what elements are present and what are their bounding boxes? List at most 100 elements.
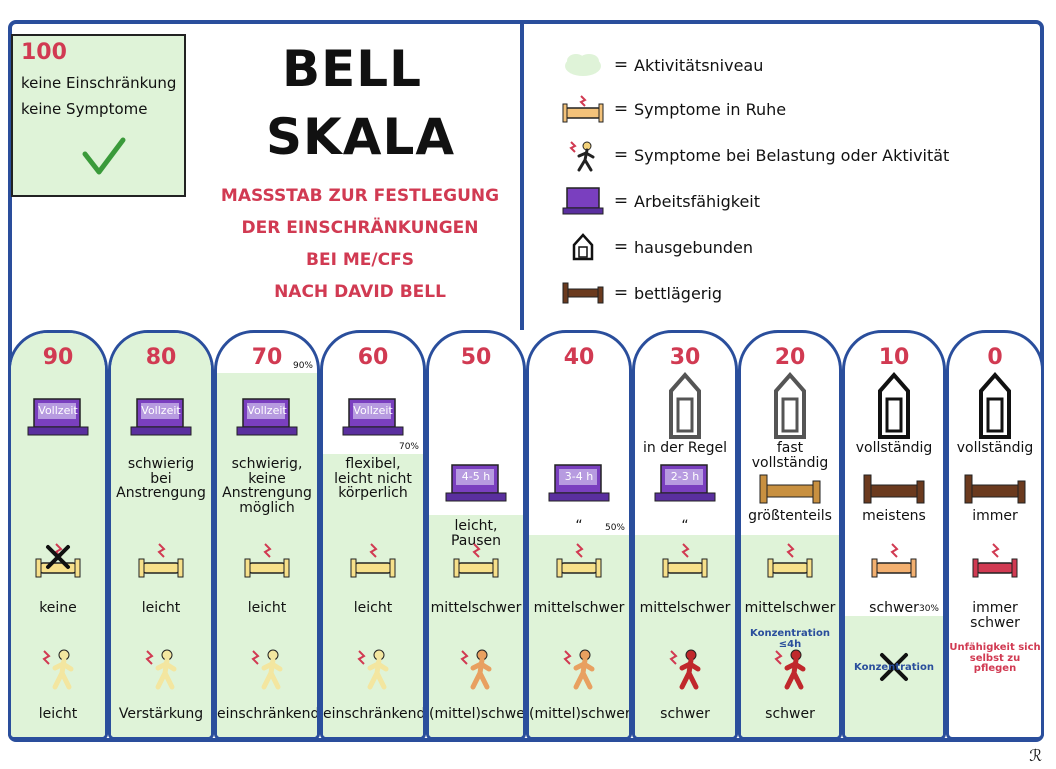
title-line2: SKALA: [266, 108, 456, 166]
cross-icon: [878, 651, 910, 687]
exertion-symptoms-text: (mittel)schwer: [529, 706, 631, 722]
rest-symptoms-text: mittelschwer: [430, 600, 522, 616]
walking-person-icon: [141, 647, 181, 695]
title-line1: BELL: [282, 40, 422, 98]
note-text: Unfähigkeit sich selbst zu pflegen: [949, 642, 1041, 674]
legend-row-bed: = bettlägerig: [558, 276, 722, 310]
bed-symptoms-icon: [766, 543, 814, 583]
work-hours-label: 4-5 h: [461, 470, 491, 483]
legend-row-activity: = Aktivitätsniveau: [558, 48, 763, 82]
equals-sign: =: [613, 99, 629, 119]
bed-symptoms-icon: [243, 543, 291, 583]
bedridden-text: größtenteils: [748, 508, 832, 524]
rest-symptoms-text: mittelschwer: [744, 600, 836, 616]
rest-symptoms-text: leicht: [247, 600, 287, 616]
divider: [520, 20, 524, 330]
subtitle-line1: MAßSTAB ZUR FESTLEGUNG: [220, 186, 500, 206]
bed-symptoms-icon: [452, 543, 500, 583]
score-number: 50: [460, 345, 492, 370]
score-100-box: 100 keine Einschränkung keine Symptome: [11, 34, 186, 197]
laptop-icon: [545, 463, 613, 507]
laptop-icon: [339, 397, 407, 441]
legend-label: hausgebunden: [634, 237, 753, 257]
legend-label: Symptome bei Belastung oder Aktivität: [634, 145, 950, 165]
walking-person-icon: [665, 647, 705, 695]
activity-level-fill: [323, 454, 423, 737]
work-capacity-text: “: [681, 518, 689, 534]
score-number: 10: [878, 345, 910, 370]
bed-symptoms-icon: [555, 543, 603, 583]
exertion-symptoms-text: schwer: [660, 706, 710, 722]
score-100-line1: keine Einschränkung: [21, 74, 177, 92]
scale-column-20: 20 fast vollständig größtenteils mittelschw…: [738, 330, 842, 740]
equals-sign: =: [613, 55, 629, 75]
equals-sign: =: [613, 283, 629, 303]
work-hours-label: Vollzeit: [38, 404, 78, 417]
bedridden-text: immer: [972, 508, 1018, 524]
percent-label: 30%: [918, 603, 939, 614]
house-icon: [770, 371, 810, 445]
laptop-icon: [24, 397, 92, 441]
laptop-icon: [442, 463, 510, 507]
legend-row-work: = Arbeitsfähigkeit: [558, 184, 760, 218]
exertion-symptoms-text: schwer: [765, 706, 815, 722]
work-capacity-text: flexibel, leicht nicht körperlich: [334, 456, 412, 502]
exertion-symptoms-text: einschränkend: [217, 706, 320, 722]
score-100-line2: keine Symptome: [21, 100, 148, 118]
laptop-icon: [562, 187, 604, 215]
work-hours-label: 3-4 h: [564, 470, 594, 483]
legend-row-rest: = Symptome in Ruhe: [558, 92, 786, 126]
bed-symptoms-icon: [870, 543, 918, 583]
activity-level-fill: [845, 615, 943, 737]
rest-symptoms-text: immer schwer: [970, 600, 1020, 631]
housebound-text: fast vollständig: [751, 440, 829, 471]
legend-row-house: = hausgebunden: [558, 230, 753, 264]
subtitle-line2: DER EINSCHRÄNKUNGEN: [241, 218, 479, 238]
housebound-text: vollständig: [855, 440, 933, 456]
house-icon: [572, 233, 594, 261]
walking-person-icon: [38, 647, 78, 695]
score-number: 60: [357, 345, 389, 370]
bed-icon: [963, 471, 1027, 509]
note-text: Konzentration ≤4h: [750, 628, 830, 650]
work-hours-label: Vollzeit: [353, 404, 393, 417]
score-number: 80: [145, 345, 177, 370]
walking-person-icon: [247, 647, 287, 695]
exertion-symptoms-text: (mittel)schwer: [429, 706, 526, 722]
score-number: 40: [563, 345, 595, 370]
work-hours-label: Vollzeit: [141, 404, 181, 417]
walking-person-icon: [559, 647, 599, 695]
cloud-icon: [565, 54, 601, 76]
equals-sign: =: [613, 237, 629, 257]
bed-symptoms-icon: [562, 95, 604, 123]
score-number: 90: [42, 345, 74, 370]
work-hours-label: Vollzeit: [247, 404, 287, 417]
housebound-text: vollständig: [956, 440, 1034, 456]
house-icon: [665, 371, 705, 445]
laptop-icon: [651, 463, 719, 507]
percent-label: 50%: [604, 523, 625, 533]
exertion-symptoms-text: einschränkend: [323, 706, 426, 722]
bed-symptoms-icon: [661, 543, 709, 583]
percent-label: 90%: [292, 361, 313, 372]
score-number: 30: [669, 345, 701, 370]
bed-symptoms-icon: [349, 543, 397, 583]
cross-icon: [42, 541, 74, 577]
percent-label: 70%: [398, 442, 419, 453]
rest-symptoms-text: keine: [39, 600, 77, 616]
work-hours-label: 2-3 h: [670, 470, 700, 483]
bedridden-text: meistens: [862, 508, 926, 524]
scale-column-60: 60 70% Vollzeit flexibel, leicht nicht körp…: [320, 330, 426, 740]
legend-label: Arbeitsfähigkeit: [634, 191, 761, 211]
score-number: 20: [774, 345, 806, 370]
note-text: Konzentration: [854, 662, 934, 673]
legend-row-exertion: = Symptome bei Belastung oder Aktivität: [558, 138, 949, 172]
equals-sign: =: [613, 191, 629, 211]
